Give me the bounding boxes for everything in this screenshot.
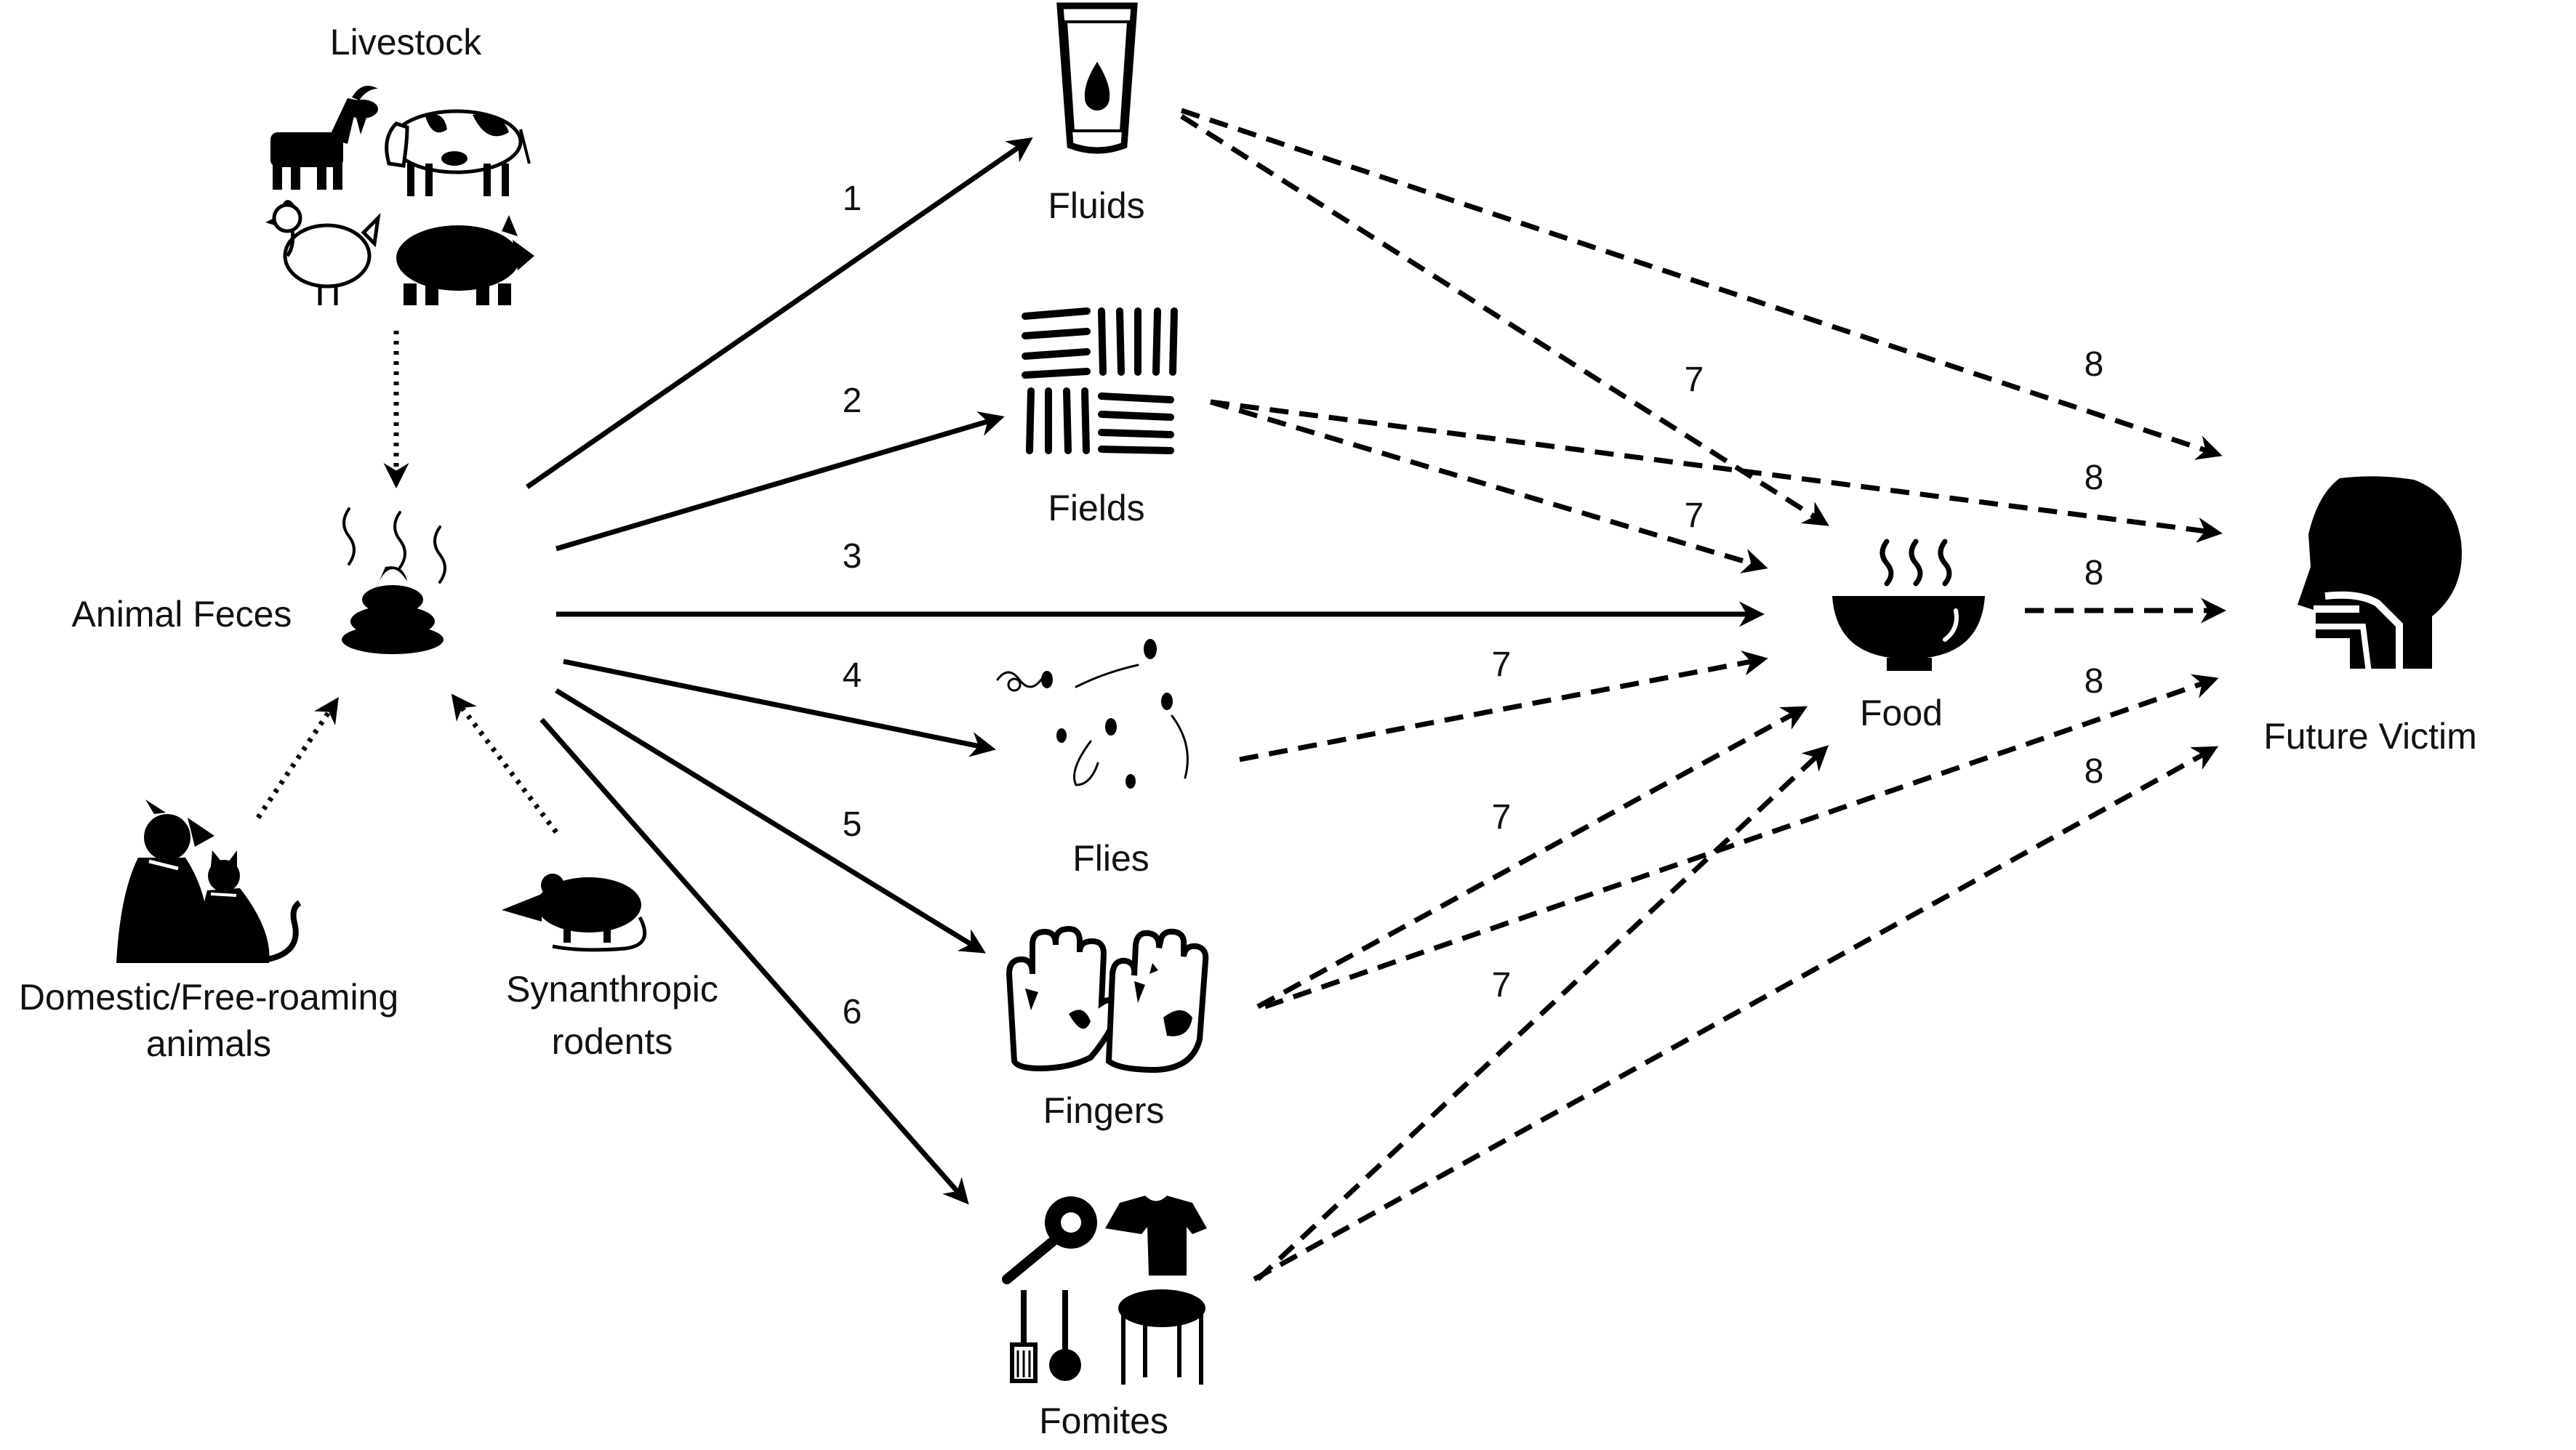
dirty-hands-icon (1006, 925, 1209, 1074)
livestock-group: Livestock (265, 22, 534, 305)
edge-label-fomites-food: 7 (1492, 966, 1512, 1004)
edge-label-4: 4 (843, 656, 862, 695)
feces-group: Animal Feces (72, 507, 446, 654)
rodents-label-line1: Synanthropic (506, 969, 718, 1010)
victim-group: Future Victim (2263, 476, 2477, 757)
rat-icon (502, 874, 647, 952)
arrow-fomites-to-food (1256, 745, 1829, 1281)
arrow-feces-to-fingers (555, 688, 986, 954)
arrow-fields-to-food (1209, 399, 1768, 573)
edge-label-fingers-victim: 8 (2085, 662, 2104, 701)
edge-label-flies-food: 7 (1492, 645, 1512, 684)
goat-icon (270, 86, 378, 190)
head-throat-icon (2298, 476, 2462, 673)
food-label: Food (1860, 693, 1943, 733)
arrow-feces-to-fomites (539, 717, 969, 1205)
dog-cat-icon (116, 799, 302, 963)
arrow-domestic-to-feces (256, 697, 339, 819)
edge-label-food-victim: 8 (2085, 554, 2104, 592)
table-icon (1118, 1289, 1205, 1385)
domestic-group: Domestic/Free-roaming animals (19, 799, 398, 1064)
edge-label-fomites-victim: 8 (2085, 752, 2104, 791)
fields-group: Fields (1022, 307, 1178, 528)
fingers-group: Fingers (1006, 925, 1209, 1131)
food-group: Food (1832, 539, 1985, 733)
arrow-feces-to-fluids (526, 137, 1033, 489)
arrow-fomites-to-victim (1253, 746, 2219, 1282)
flies-label: Flies (1072, 838, 1149, 879)
arrow-rodents-to-feces (451, 693, 558, 834)
arrow-fingers-to-food (1256, 706, 1808, 1010)
arrow-fields-to-victim (1210, 399, 2223, 543)
fields-label: Fields (1048, 488, 1144, 528)
edge-label-fluids-food: 7 (1685, 361, 1704, 399)
shirt-icon (1105, 1196, 1207, 1276)
fluids-label: Fluids (1048, 185, 1144, 226)
domestic-label-line2: animals (146, 1023, 271, 1064)
fingers-label: Fingers (1043, 1090, 1165, 1131)
arrow-fingers-to-victim (1264, 674, 2219, 1010)
water-glass-icon (1056, 2, 1138, 154)
edge-label-2: 2 (843, 382, 862, 420)
field-rows-icon (1022, 307, 1178, 454)
edge-label-fluids-victim: 8 (2085, 345, 2104, 384)
edge-label-fields-food: 7 (1685, 496, 1704, 535)
rattle-icon (1002, 1196, 1097, 1284)
flies-group: Flies (996, 639, 1189, 879)
edge-label-6: 6 (843, 993, 862, 1031)
animal-feces-label: Animal Feces (72, 594, 292, 635)
edge-label-5: 5 (843, 805, 862, 844)
cow-icon (385, 109, 531, 196)
fluids-group: Fluids (1048, 2, 1145, 226)
arrow-feces-to-fields (555, 411, 1005, 552)
livestock-label: Livestock (330, 22, 482, 63)
flies-icon (996, 639, 1189, 789)
edge-label-fields-victim: 8 (2085, 459, 2104, 497)
future-victim-label: Future Victim (2263, 716, 2477, 757)
steaming-bowl-icon (1832, 539, 1985, 671)
pig-icon (396, 215, 534, 305)
chicken-icon (265, 200, 381, 305)
arrow-fluids-to-victim (1180, 108, 2223, 460)
edge-label-3: 3 (843, 537, 862, 576)
rodents-group: Synanthropic rodents (502, 874, 718, 1062)
arrow-feces-to-flies (563, 658, 996, 757)
feces-icon (342, 507, 446, 654)
domestic-label-line1: Domestic/Free-roaming (19, 977, 398, 1018)
edge-label-1: 1 (843, 180, 862, 218)
fomites-label: Fomites (1039, 1401, 1168, 1441)
utensils-icon (1010, 1290, 1081, 1383)
edge-label-fingers-food: 7 (1492, 798, 1512, 837)
rodents-label-line2: rodents (552, 1021, 673, 1062)
fomites-group: Fomites (1002, 1196, 1207, 1441)
arrow-fluids-to-food (1180, 114, 1829, 526)
